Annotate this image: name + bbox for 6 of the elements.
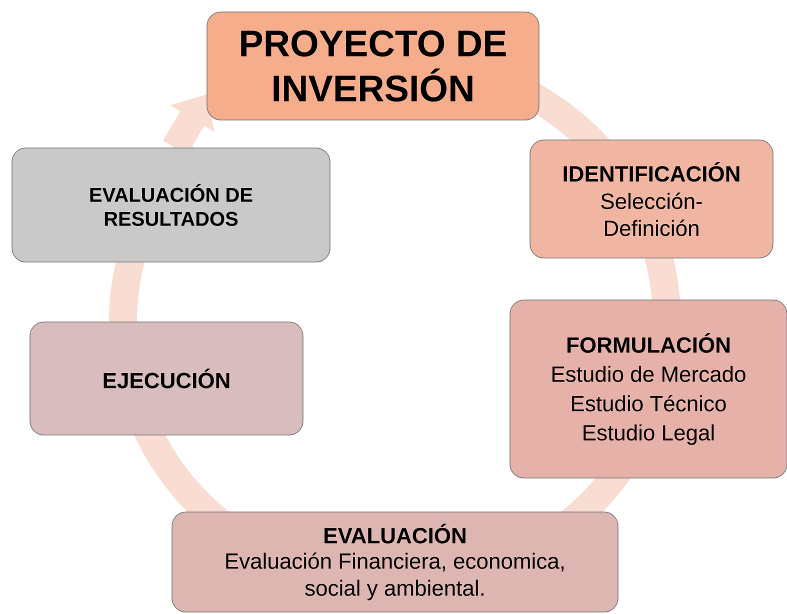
stage-box: EVALUACIÓN Evaluación Financiera, economica, social y ambiental. bbox=[172, 512, 618, 612]
stage-box: EVALUACIÓN DE RESULTADOS bbox=[12, 148, 330, 262]
stage-box: IDENTIFICACIÓN Selección-Definición bbox=[530, 140, 774, 258]
stage-box: FORMULACIÓN Estudio de Mercado Estudio Técnico Estudio Legal bbox=[510, 300, 787, 478]
stage-box: PROYECTO DE INVERSIÓN bbox=[206, 12, 540, 120]
stage-box: EJECUCIÓN bbox=[30, 322, 304, 436]
